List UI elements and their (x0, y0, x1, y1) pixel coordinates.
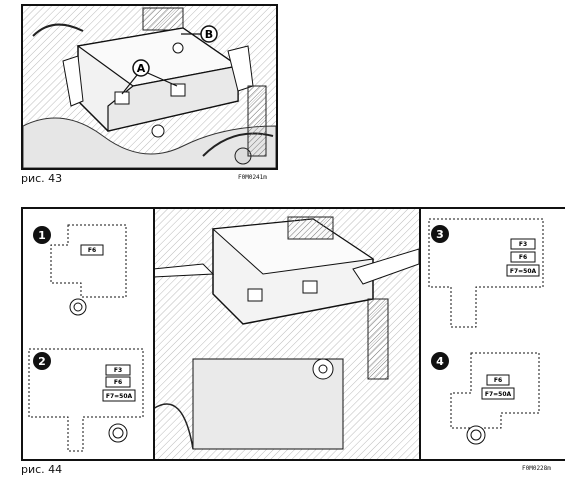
panel-1-number: 1 (38, 229, 46, 242)
panel-4-number: 4 (436, 355, 444, 368)
figure-44-code: F0M0228m (522, 465, 551, 472)
fuse-panel-2: F3 F6 F7=50A 2 (23, 333, 155, 459)
figure-44-illustration (153, 209, 419, 459)
figure-44-frame: F6 1 F3 F6 F7=50A 2 F3 F6 (21, 207, 565, 461)
figure-43-caption: рис. 43 (21, 172, 63, 185)
panel-3-fuse-1: F3 (519, 241, 527, 248)
panel-2-fuse-3: F7=50A (106, 393, 133, 400)
figure-43-frame: A B (21, 4, 278, 170)
panel-4-fuse-2: F7=50A (485, 391, 512, 398)
panel-2-fuse-2: F6 (114, 379, 122, 386)
panel-4-fuse-1: F6 (494, 377, 502, 384)
fuse-panel-3: F3 F6 F7=50A 3 (419, 209, 565, 335)
panel-2-number: 2 (38, 355, 46, 368)
callout-b-label: B (205, 28, 213, 41)
figure-43-illustration: A B (23, 6, 276, 168)
fuse-panel-4: F6 F7=50A 4 (419, 333, 565, 459)
fuse-panel-1: F6 1 (23, 209, 155, 335)
panel-3-fuse-2: F6 (519, 254, 527, 261)
figure-43-code: F0M0241m (238, 174, 267, 181)
panel-3-number: 3 (436, 228, 444, 241)
figure-44-caption: рис. 44 (21, 463, 63, 476)
panel-2-fuse-1: F3 (114, 367, 122, 374)
callout-a-label: A (137, 62, 146, 75)
panel-3-fuse-3: F7=50A (510, 268, 537, 275)
panel-1-fuse-1: F6 (88, 247, 96, 254)
